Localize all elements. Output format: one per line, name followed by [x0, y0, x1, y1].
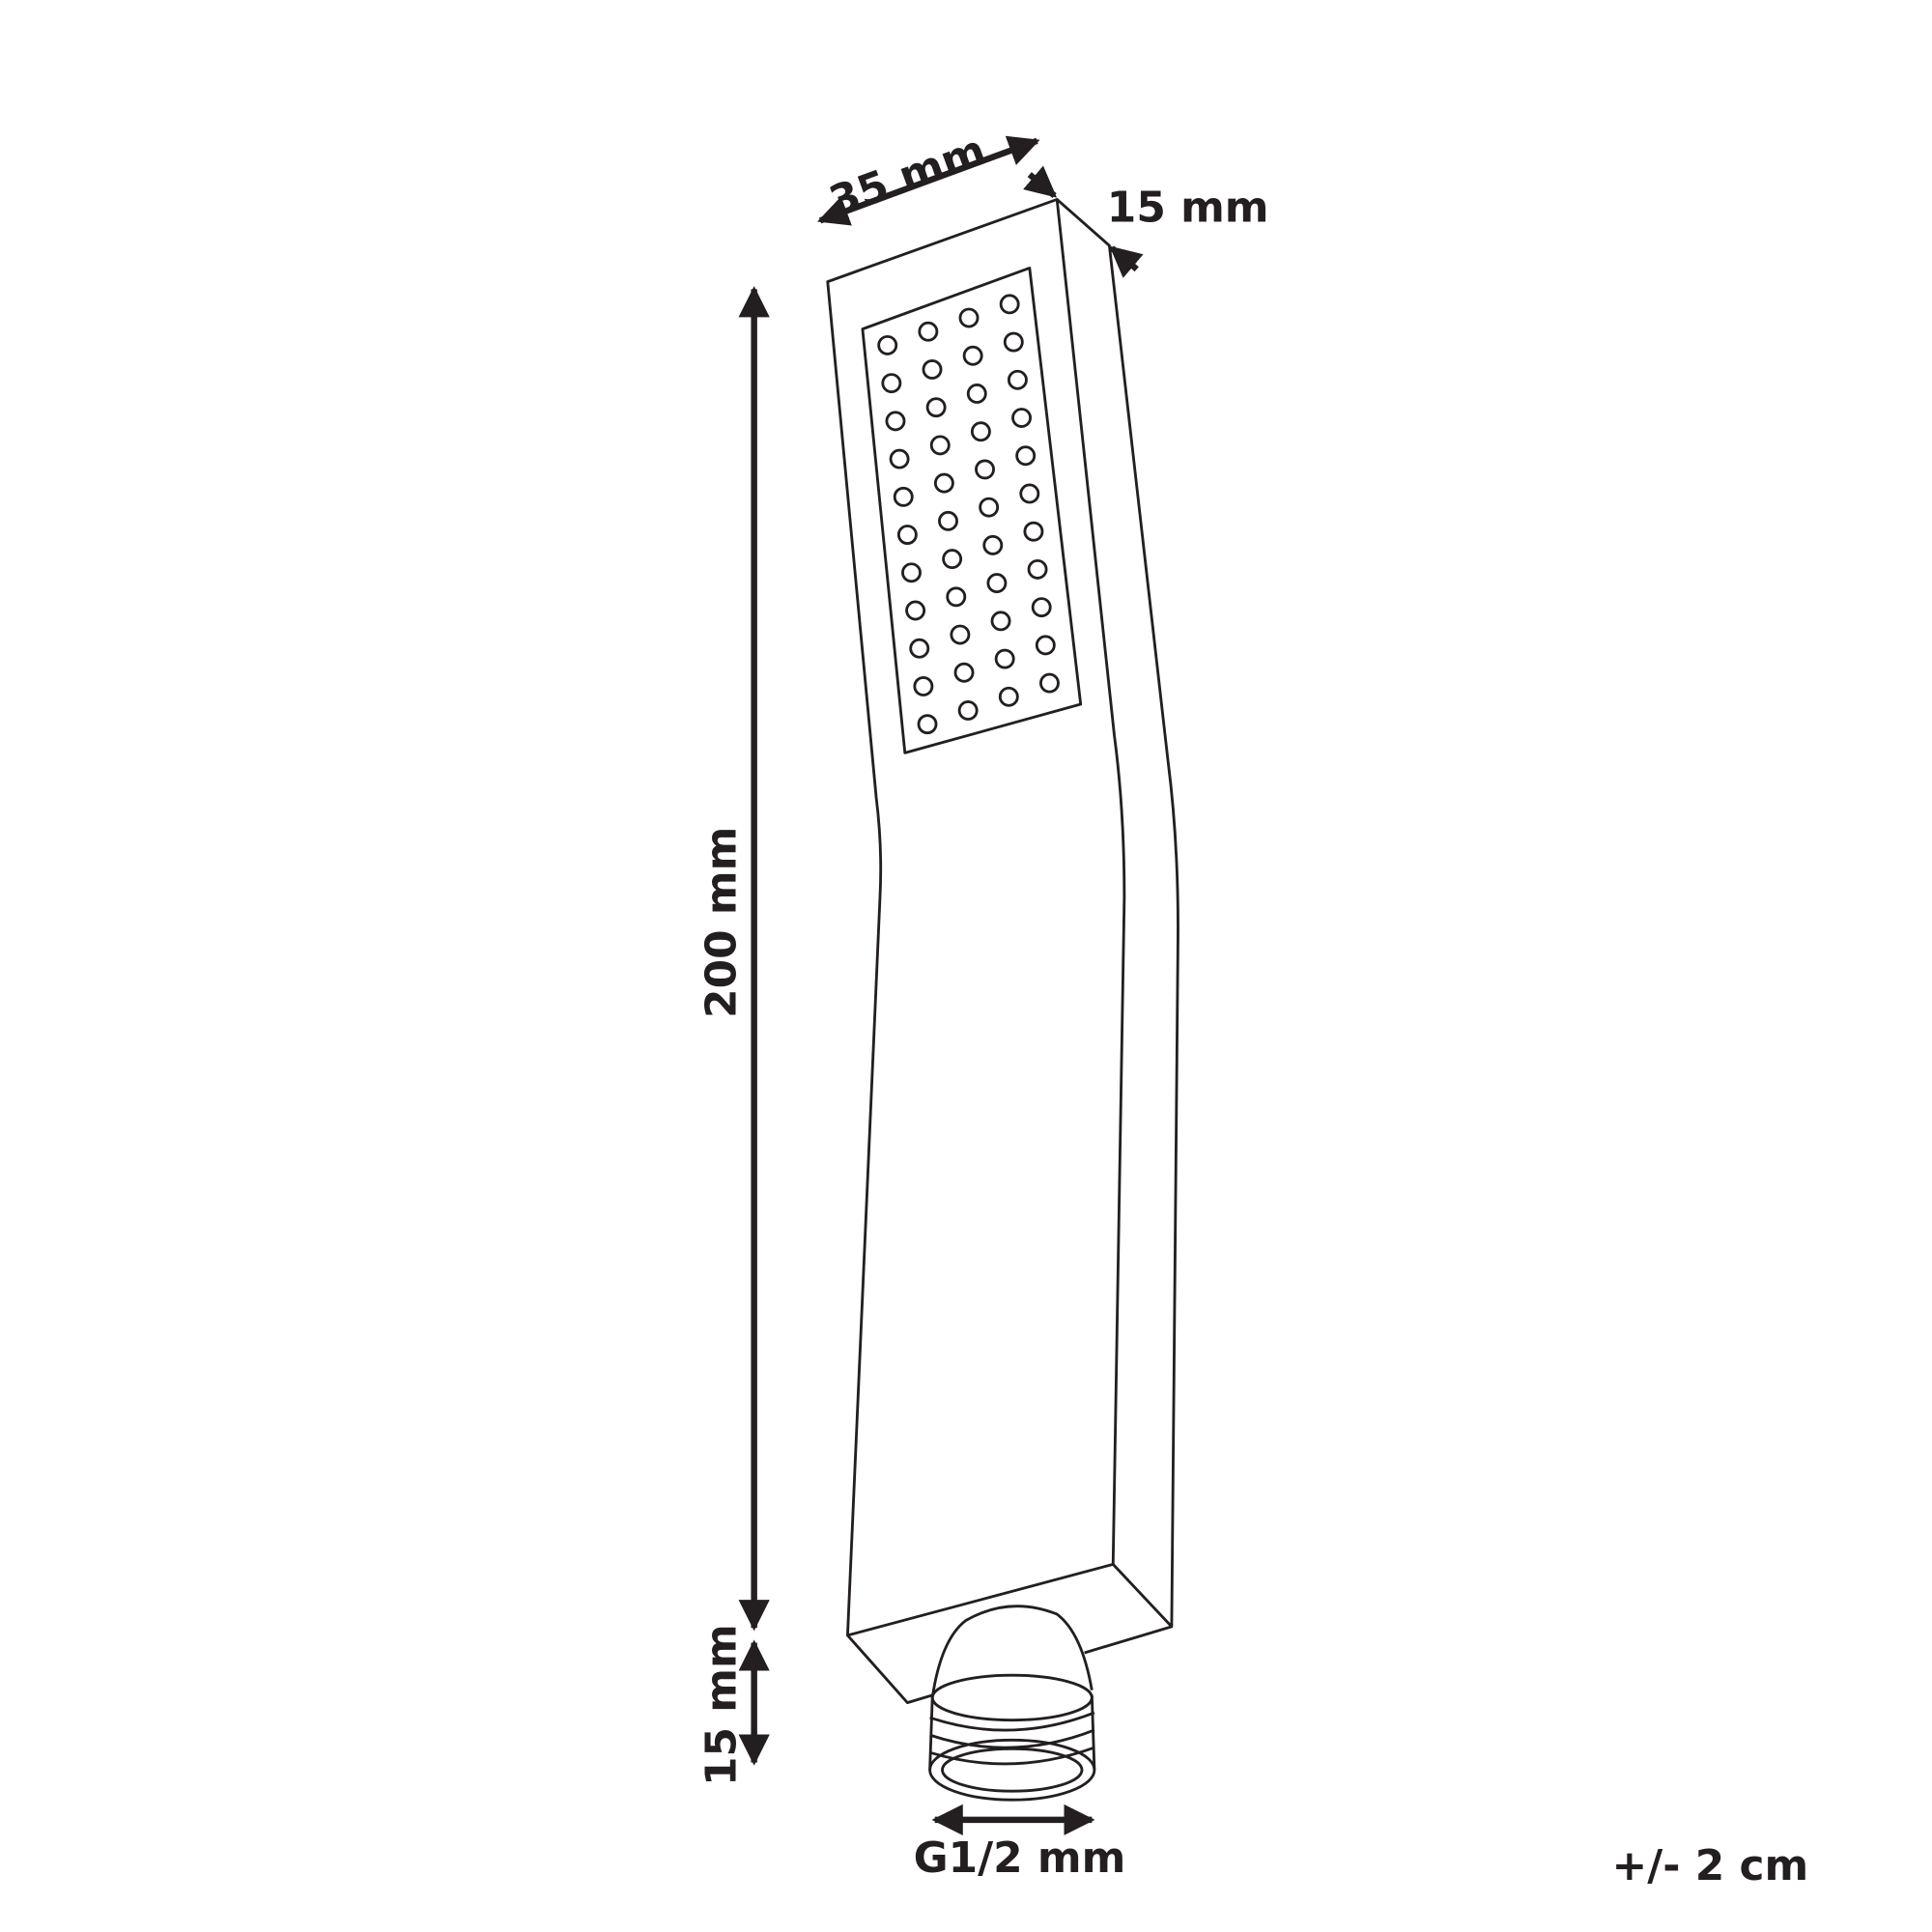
nozzle-dot: [982, 534, 1004, 555]
nozzle-dot: [999, 294, 1020, 315]
nozzle-dot: [1035, 635, 1056, 656]
tolerance-label: +/- 2 cm: [1611, 1841, 1808, 1890]
nozzle-dot: [1039, 672, 1060, 694]
nozzle-dot: [994, 648, 1015, 669]
nozzle-dot: [917, 714, 938, 735]
nozzle-dot: [889, 448, 910, 469]
dimension-lines: [738, 135, 1144, 1835]
nozzle-dot: [957, 700, 979, 721]
nozzle-dot: [909, 638, 930, 659]
nozzle-dot: [893, 486, 914, 507]
nozzle-dot: [1019, 483, 1040, 504]
nozzle-dot: [1015, 445, 1037, 467]
connector-dome: [930, 1605, 1094, 1698]
nozzle-dot: [933, 472, 954, 494]
nozzle-dot: [950, 624, 971, 645]
nozzle-dot: [966, 384, 987, 404]
height-label: 200 mm: [696, 827, 746, 1018]
nozzle-dot: [990, 611, 1011, 632]
nozzle-dots: [877, 294, 1060, 735]
depth-label: 15 mm: [1107, 184, 1269, 233]
spray-face: [861, 267, 1083, 754]
nozzle-dot: [958, 307, 980, 328]
nozzle-dot: [905, 600, 926, 621]
body-side-face: [1056, 198, 1179, 1629]
hose-connector: [928, 1605, 1096, 1802]
depth-arrow-top: [1023, 165, 1058, 199]
body-bottom-face: [846, 1625, 1173, 1704]
nozzle-dot: [877, 334, 898, 355]
nozzle-dot: [901, 562, 922, 583]
nozzle-dot: [970, 421, 991, 442]
nozzle-dot: [929, 435, 951, 456]
nozzle-dot: [1007, 369, 1028, 390]
nozzle-dot: [979, 497, 1000, 518]
nozzle-dot: [1003, 331, 1024, 353]
width-label: 35 mm: [823, 126, 992, 227]
nozzle-dot: [975, 459, 995, 480]
nozzle-dot: [925, 397, 947, 418]
nozzle-dot: [962, 345, 983, 366]
nozzle-dot: [938, 510, 958, 531]
nozzle-dot: [922, 358, 943, 380]
nozzle-dot: [1027, 558, 1048, 580]
width-arrow: [817, 135, 1040, 226]
nozzle-dot: [918, 321, 939, 342]
nozzle-dot: [896, 525, 918, 545]
nozzle-dot: [946, 586, 967, 608]
nozzle-dot: [998, 686, 1019, 707]
thread-label: G1/2 mm: [914, 1833, 1126, 1883]
nozzle-dot: [913, 675, 934, 696]
nozzle-dot: [885, 411, 906, 432]
nozzle-dot: [986, 573, 1008, 594]
body-front-face: [826, 198, 1126, 1637]
nozzle-dot: [942, 549, 963, 570]
nozzle-dot: [881, 373, 902, 394]
depth-arrow-bottom: [1109, 245, 1144, 278]
shower-body: [826, 198, 1179, 1704]
nozzle-dot: [1023, 521, 1044, 542]
nozzle-dot: [1031, 597, 1052, 618]
nozzle-dot: [1011, 408, 1032, 428]
connector-height-label: 15 mm: [696, 1624, 746, 1786]
nozzle-dot: [953, 662, 975, 683]
